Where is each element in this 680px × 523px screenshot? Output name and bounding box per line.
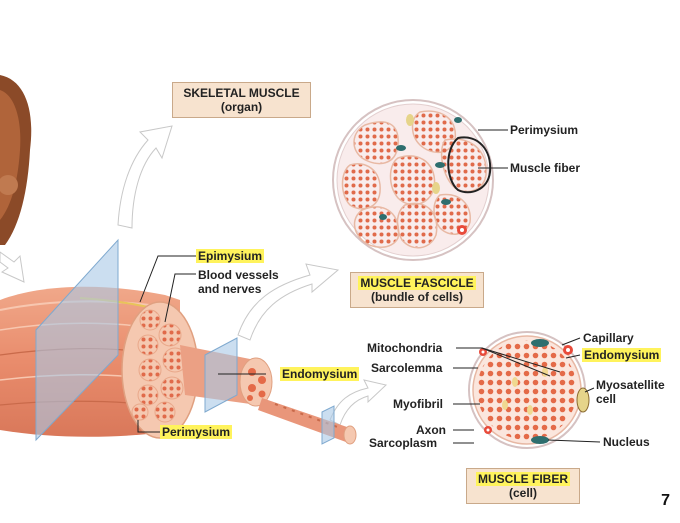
arrow-organ xyxy=(117,125,173,229)
label-perimysium-muscle-text: Perimysium xyxy=(160,425,233,439)
arrow-fascicle xyxy=(237,263,340,341)
label-muscle-fiber: Muscle fiber xyxy=(510,161,581,175)
label-endomysium-fiber-text: Endomysium xyxy=(582,348,662,362)
cross-section-planes xyxy=(35,238,335,445)
muscle-fiber-subtitle: (cell) xyxy=(508,486,537,500)
label-myofibril: Myofibril xyxy=(393,397,443,411)
label-myosatellite-line1: Myosatellite xyxy=(596,378,665,392)
label-nucleus: Nucleus xyxy=(603,435,650,449)
skeletal-muscle-subtitle: (organ) xyxy=(220,100,263,114)
muscle-fiber-title: MUSCLE FIBER xyxy=(473,472,573,486)
leader-lines-fiber xyxy=(453,337,601,444)
muscle-fiber-box: MUSCLE FIBER (cell) xyxy=(466,468,580,504)
arrow-fiber xyxy=(329,379,388,426)
label-myosatellite-line2: cell xyxy=(596,392,617,406)
label-perimysium-muscle: Perimysium xyxy=(160,425,233,439)
label-perimysium-fascicle: Perimysium xyxy=(510,123,579,137)
label-endomysium-fiber: Endomysium xyxy=(582,348,662,362)
label-blood-vessels-line2: and nerves xyxy=(198,282,262,296)
muscle-fascicle-title: MUSCLE FASCICLE xyxy=(357,276,477,290)
label-sarcoplasm: Sarcoplasm xyxy=(369,436,438,450)
label-myosatellite: Myosatellite cell xyxy=(596,378,665,406)
label-axon: Axon xyxy=(416,423,446,437)
label-epimysium-text: Epimysium xyxy=(196,249,265,263)
page-number: 7 xyxy=(661,492,670,509)
label-sarcolemma: Sarcolemma xyxy=(371,361,443,375)
muscle-fascicle-subtitle: (bundle of cells) xyxy=(370,290,463,304)
arrow-left xyxy=(0,251,25,283)
label-endomysium-fascicle: Endomysium xyxy=(280,367,360,381)
fascicle-cross-section xyxy=(332,99,494,261)
fiber-cross-section xyxy=(468,331,590,449)
label-blood-vessels: Blood vessels and nerves xyxy=(198,268,279,296)
muscle-fascicle-title-text: MUSCLE FASCICLE xyxy=(358,276,476,290)
label-endomysium-fascicle-text: Endomysium xyxy=(280,367,360,381)
label-epimysium: Epimysium xyxy=(196,249,265,263)
label-blood-vessels-line1: Blood vessels xyxy=(198,268,279,282)
arm-image xyxy=(0,75,32,245)
leader-lines-fascicle xyxy=(478,129,508,169)
leader-lines-muscle xyxy=(137,255,266,433)
skeletal-muscle-title: SKELETAL MUSCLE xyxy=(183,86,300,100)
skeletal-muscle-box: SKELETAL MUSCLE (organ) xyxy=(172,82,311,118)
label-capillary: Capillary xyxy=(583,331,634,345)
label-mitochondria: Mitochondria xyxy=(367,341,443,355)
muscle-fiber-title-text: MUSCLE FIBER xyxy=(476,472,570,486)
muscle-fascicle-box: MUSCLE FASCICLE (bundle of cells) xyxy=(350,272,484,308)
